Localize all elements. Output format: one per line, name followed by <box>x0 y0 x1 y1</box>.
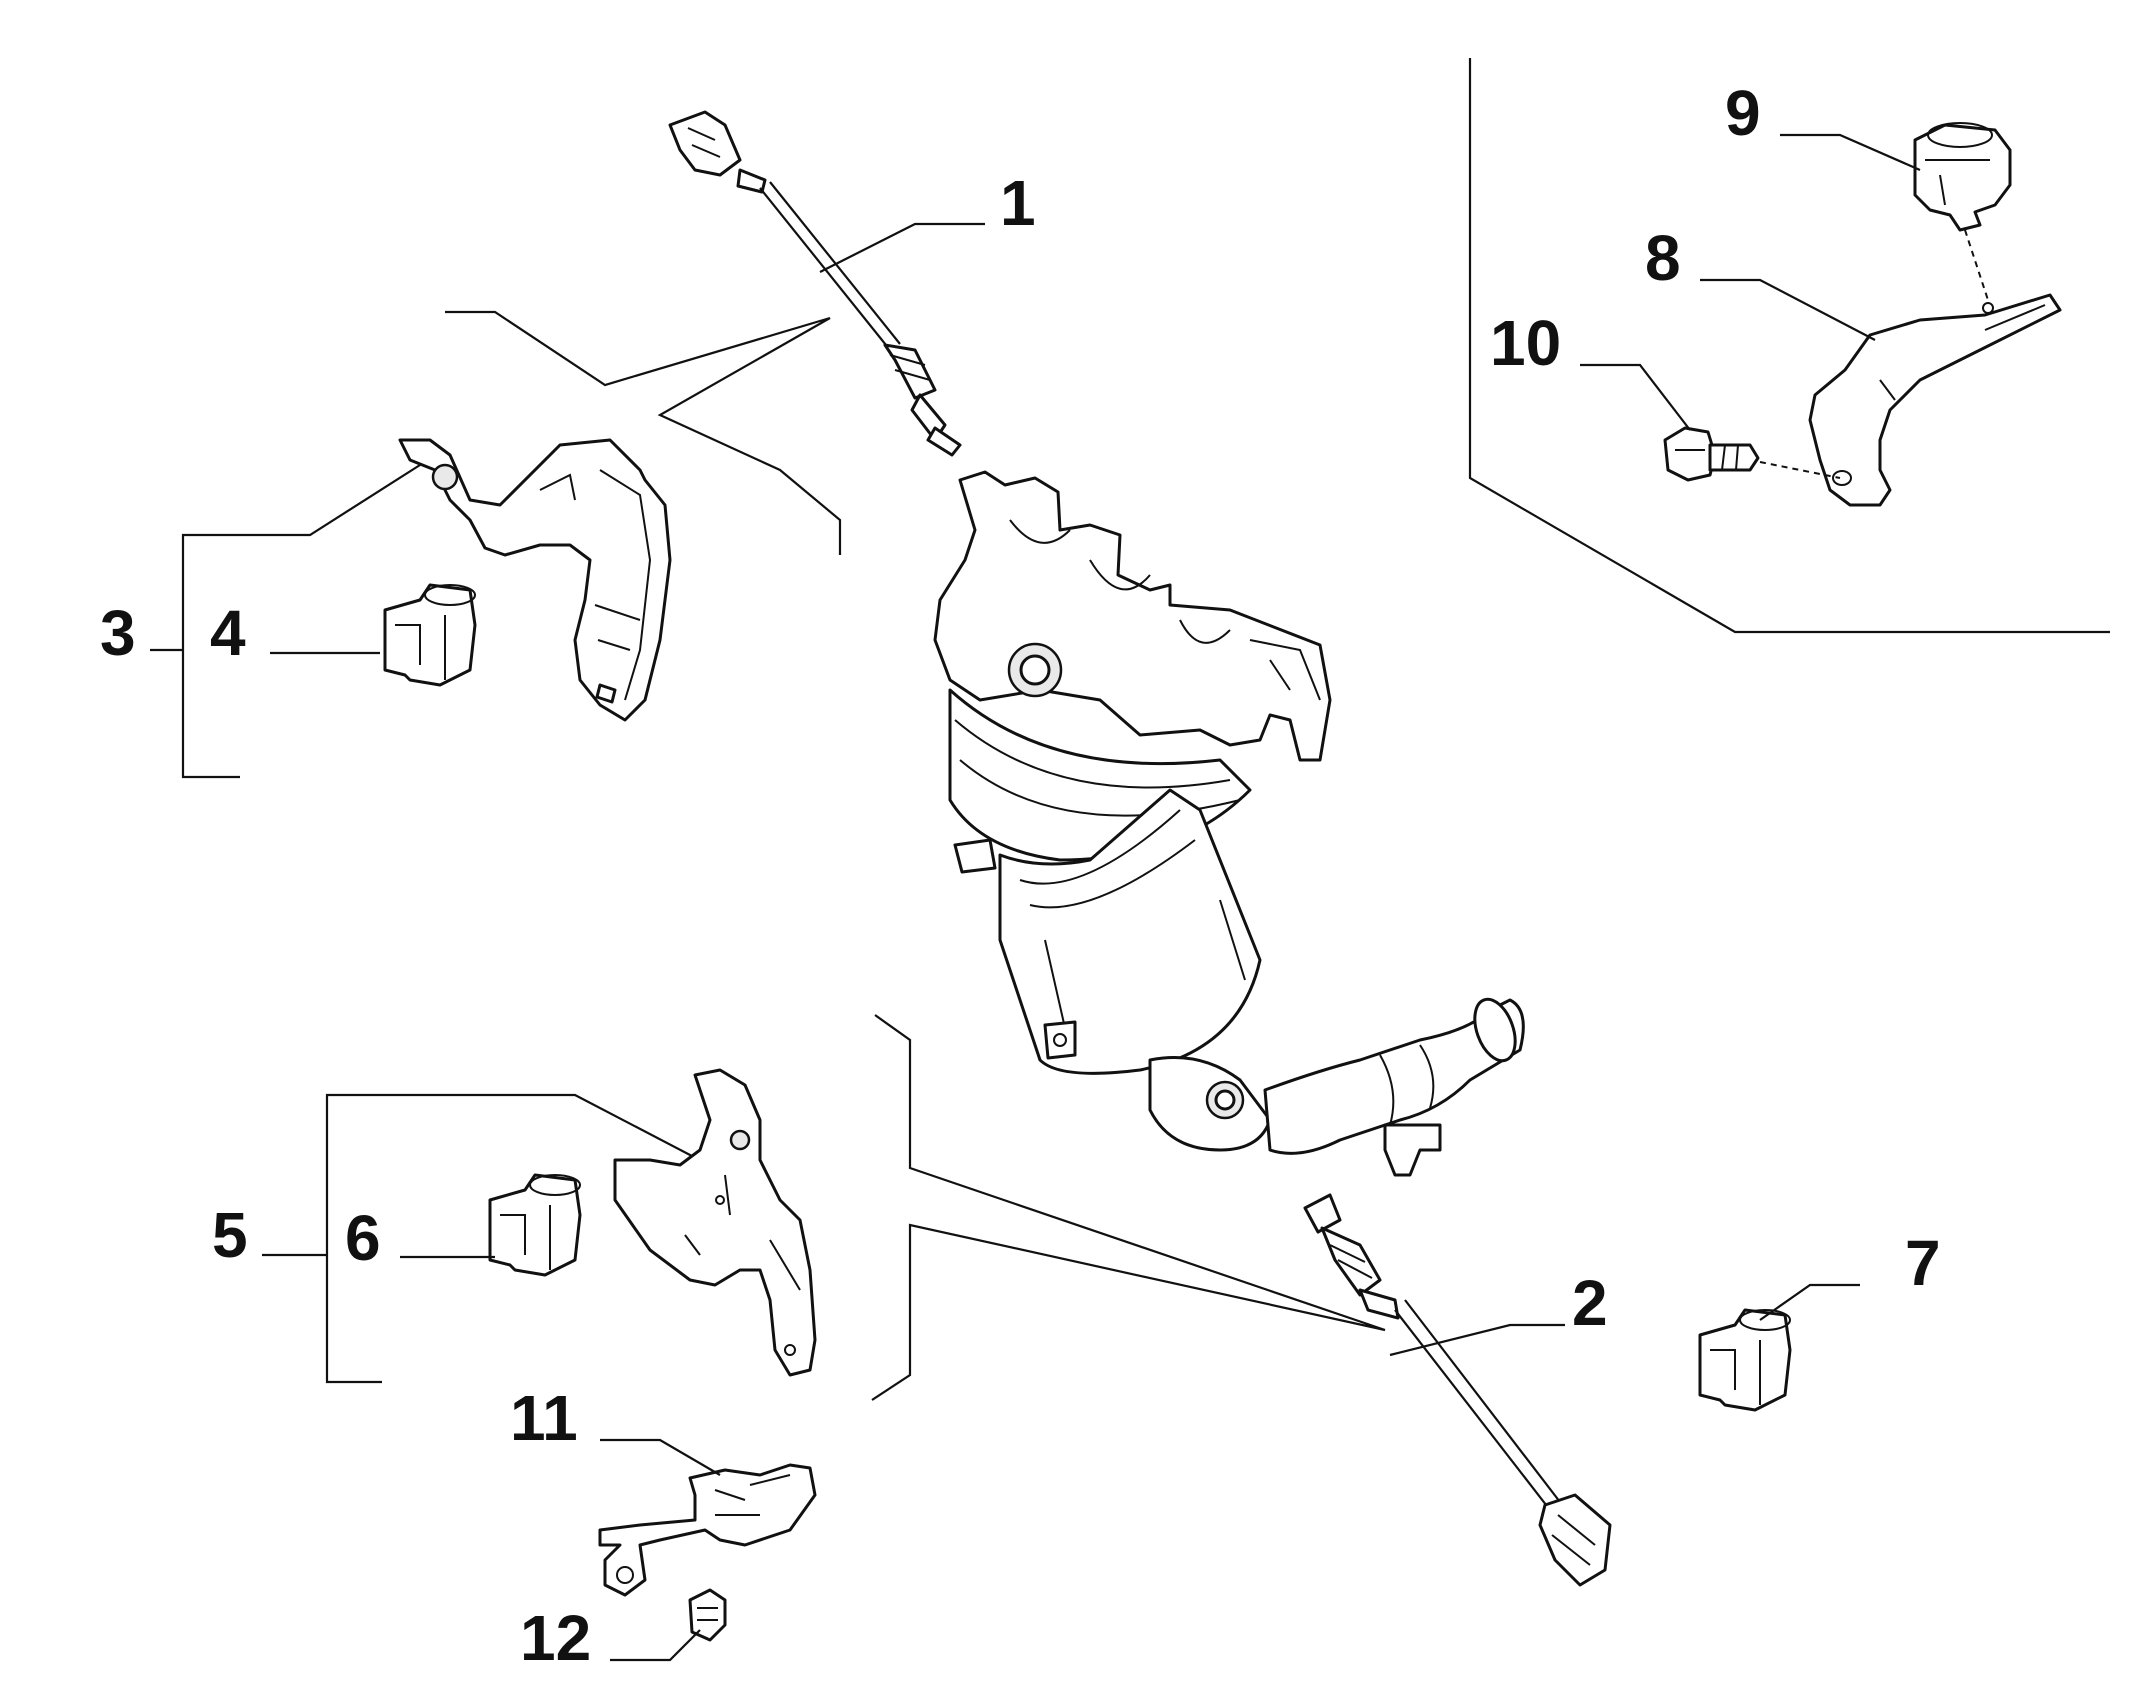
leader-lines <box>270 133 1921 1662</box>
hose-clip-6 <box>488 1173 582 1277</box>
group-bracket-5 <box>262 1093 716 1384</box>
mounting-bracket-upper <box>398 438 672 722</box>
callout-7: 7 <box>1905 1227 1941 1299</box>
oxygen-sensor-upper <box>668 110 962 457</box>
callout-labels: 1 2 3 4 5 6 7 8 9 10 11 12 <box>100 77 1941 1674</box>
perspective-lines <box>445 310 1386 1401</box>
callout-5: 5 <box>212 1199 248 1271</box>
callout-11: 11 <box>510 1382 578 1454</box>
callout-3: 3 <box>100 597 136 669</box>
group-frame-top-right <box>1468 58 2110 634</box>
mounting-bracket-lower <box>613 1068 817 1377</box>
small-clip-12 <box>688 1588 727 1642</box>
callout-9: 9 <box>1725 77 1761 149</box>
callout-2: 2 <box>1572 1267 1608 1339</box>
small-bracket-11 <box>598 1463 817 1597</box>
hose-clip-4 <box>383 583 477 687</box>
catalytic-converter-manifold <box>933 470 1525 1177</box>
support-bracket-8 <box>1808 293 2062 507</box>
callout-1: 1 <box>1000 167 1036 239</box>
grommet-9 <box>1913 122 2012 301</box>
oxygen-sensor-lower <box>1303 1193 1612 1587</box>
callout-12: 12 <box>520 1602 591 1674</box>
callout-10: 10 <box>1490 307 1561 379</box>
callout-6: 6 <box>345 1202 381 1274</box>
group-bracket-3 <box>150 464 421 779</box>
bolt-10 <box>1663 426 1841 482</box>
callout-4: 4 <box>210 597 246 669</box>
hose-clip-7 <box>1698 1308 1792 1412</box>
callout-8: 8 <box>1645 222 1681 294</box>
